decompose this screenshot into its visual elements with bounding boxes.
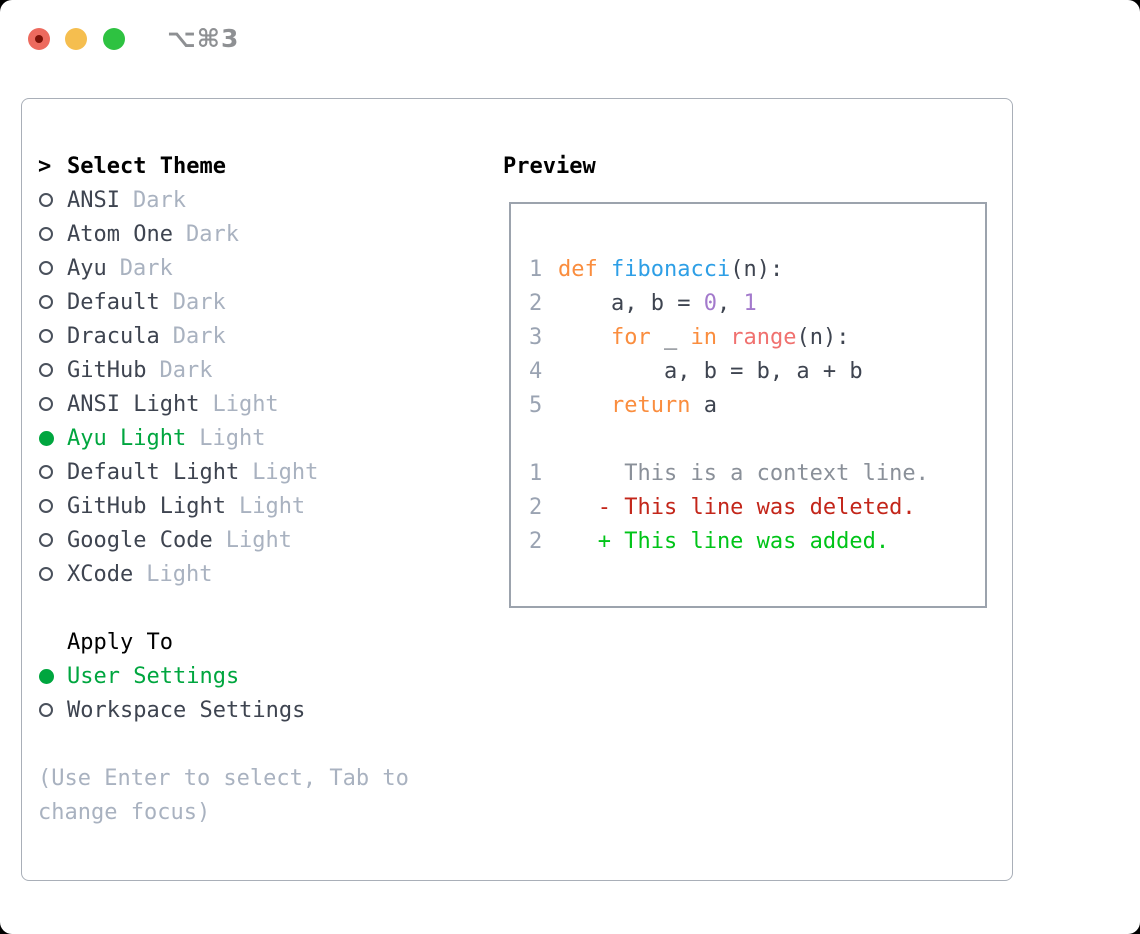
zoom-button[interactable] <box>103 28 125 50</box>
prompt-icon: > <box>38 153 52 179</box>
preview-pane: Preview 1 def fibonacci (n): 2 a, b = 0 … <box>501 149 1001 608</box>
close-button[interactable] <box>28 28 50 50</box>
line-number: 1 <box>529 460 543 486</box>
apply-to-header: Apply To <box>67 629 173 655</box>
code-line: 5 return a <box>529 392 717 418</box>
preview-title: Preview <box>503 153 596 179</box>
minimize-button[interactable] <box>65 28 87 50</box>
code-line: 2 a, b = 0 , 1 <box>529 290 757 316</box>
radio-icon <box>39 465 53 479</box>
line-number: 1 <box>529 256 543 282</box>
apply-option-user-settings[interactable]: User Settings <box>38 659 500 693</box>
code-line-blank <box>529 422 985 456</box>
theme-option[interactable]: XCode Light <box>38 557 500 591</box>
radio-icon <box>39 261 53 275</box>
theme-option[interactable]: Default Dark <box>38 285 500 319</box>
radio-icon <box>39 703 53 717</box>
theme-option[interactable]: GitHub Dark <box>38 353 500 387</box>
line-number: 2 <box>529 528 543 554</box>
theme-option[interactable]: ANSI Dark <box>38 183 500 217</box>
radio-icon <box>39 397 53 411</box>
code-line: 3 for _ in range (n): <box>529 324 850 350</box>
radio-icon <box>39 499 53 513</box>
line-number: 2 <box>529 494 543 520</box>
radio-selected-icon <box>39 668 54 684</box>
code-line: 4 a, b = b, a + b <box>529 358 863 384</box>
radio-icon <box>39 533 53 547</box>
radio-icon <box>39 227 53 241</box>
theme-option[interactable]: Dracula Dark <box>38 319 500 353</box>
radio-icon <box>39 295 53 309</box>
code-preview: 1 def fibonacci (n): 2 a, b = 0 , 1 3 fo <box>509 202 987 608</box>
radio-icon <box>39 363 53 377</box>
theme-list: > Select Theme ANSI Dark Atom One Dark A… <box>38 149 500 829</box>
help-text-line2: change focus) <box>38 799 211 825</box>
radio-icon <box>39 193 53 207</box>
theme-option[interactable]: Default Light Light <box>38 455 500 489</box>
radio-icon <box>39 329 53 343</box>
theme-option[interactable]: Ayu Dark <box>38 251 500 285</box>
window-title: ⌥⌘3 <box>167 24 240 53</box>
line-number: 3 <box>529 324 543 350</box>
theme-option[interactable]: GitHub Light Light <box>38 489 500 523</box>
diff-added-line: 2 + This line was added. <box>529 528 890 554</box>
radio-selected-icon <box>39 430 54 446</box>
line-number: 2 <box>529 290 543 316</box>
theme-option[interactable]: ANSI Light Light <box>38 387 500 421</box>
code-line: 1 def fibonacci (n): <box>529 256 784 282</box>
diff-context-line: 1 This is a context line. <box>529 460 929 486</box>
line-number: 5 <box>529 392 543 418</box>
help-text-line1: (Use Enter to select, Tab to <box>38 765 409 791</box>
theme-option[interactable]: Atom One Dark <box>38 217 500 251</box>
theme-option-selected[interactable]: Ayu Light Light <box>38 421 500 455</box>
line-number: 4 <box>529 358 543 384</box>
select-theme-header: > Select Theme <box>38 149 500 183</box>
theme-picker-panel: > Select Theme ANSI Dark Atom One Dark A… <box>21 98 1013 881</box>
radio-icon <box>39 567 53 581</box>
theme-option[interactable]: Google Code Light <box>38 523 500 557</box>
diff-deleted-line: 2 - This line was deleted. <box>529 494 916 520</box>
title-bar: ⌥⌘3 <box>0 0 1140 78</box>
apply-option-workspace-settings[interactable]: Workspace Settings <box>38 693 500 727</box>
section-title: Select Theme <box>67 153 226 179</box>
